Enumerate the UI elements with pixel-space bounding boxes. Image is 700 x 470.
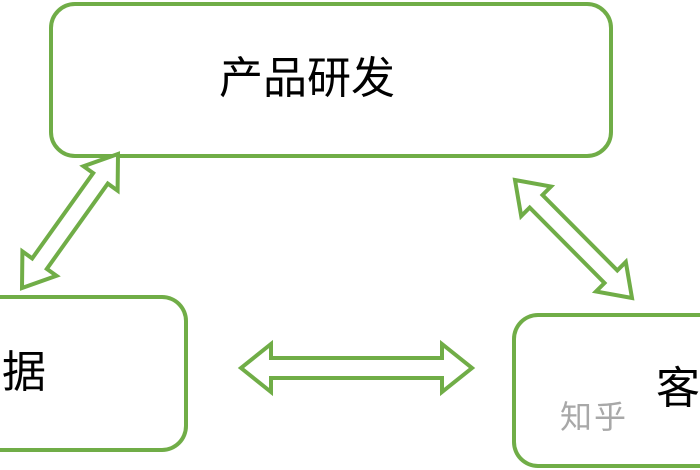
node-label: 产品研发 bbox=[219, 53, 395, 104]
node-product-rd: 产品研发 bbox=[49, 2, 613, 158]
double-arrow-left-right bbox=[237, 339, 476, 397]
node-label: 据 bbox=[2, 347, 46, 398]
double-arrow-top-left bbox=[19, 151, 121, 291]
node-label: 客 bbox=[656, 363, 700, 414]
watermark: 知乎 bbox=[560, 398, 629, 436]
double-arrow-top-right bbox=[512, 177, 635, 301]
node-left: 据 bbox=[0, 295, 188, 452]
node-right: 客 bbox=[512, 313, 700, 468]
